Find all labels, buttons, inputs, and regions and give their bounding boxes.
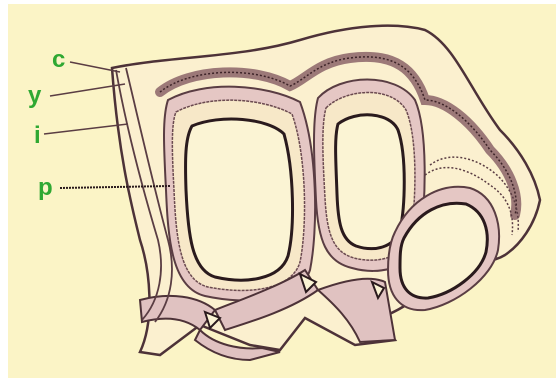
leader-line-i [44,124,128,134]
label-i: i [34,124,41,148]
label-p: p [38,176,53,200]
cell2-lumen [336,115,405,249]
label-c: c [52,48,65,72]
cell1-lumen [186,119,293,280]
label-y: y [28,84,41,108]
